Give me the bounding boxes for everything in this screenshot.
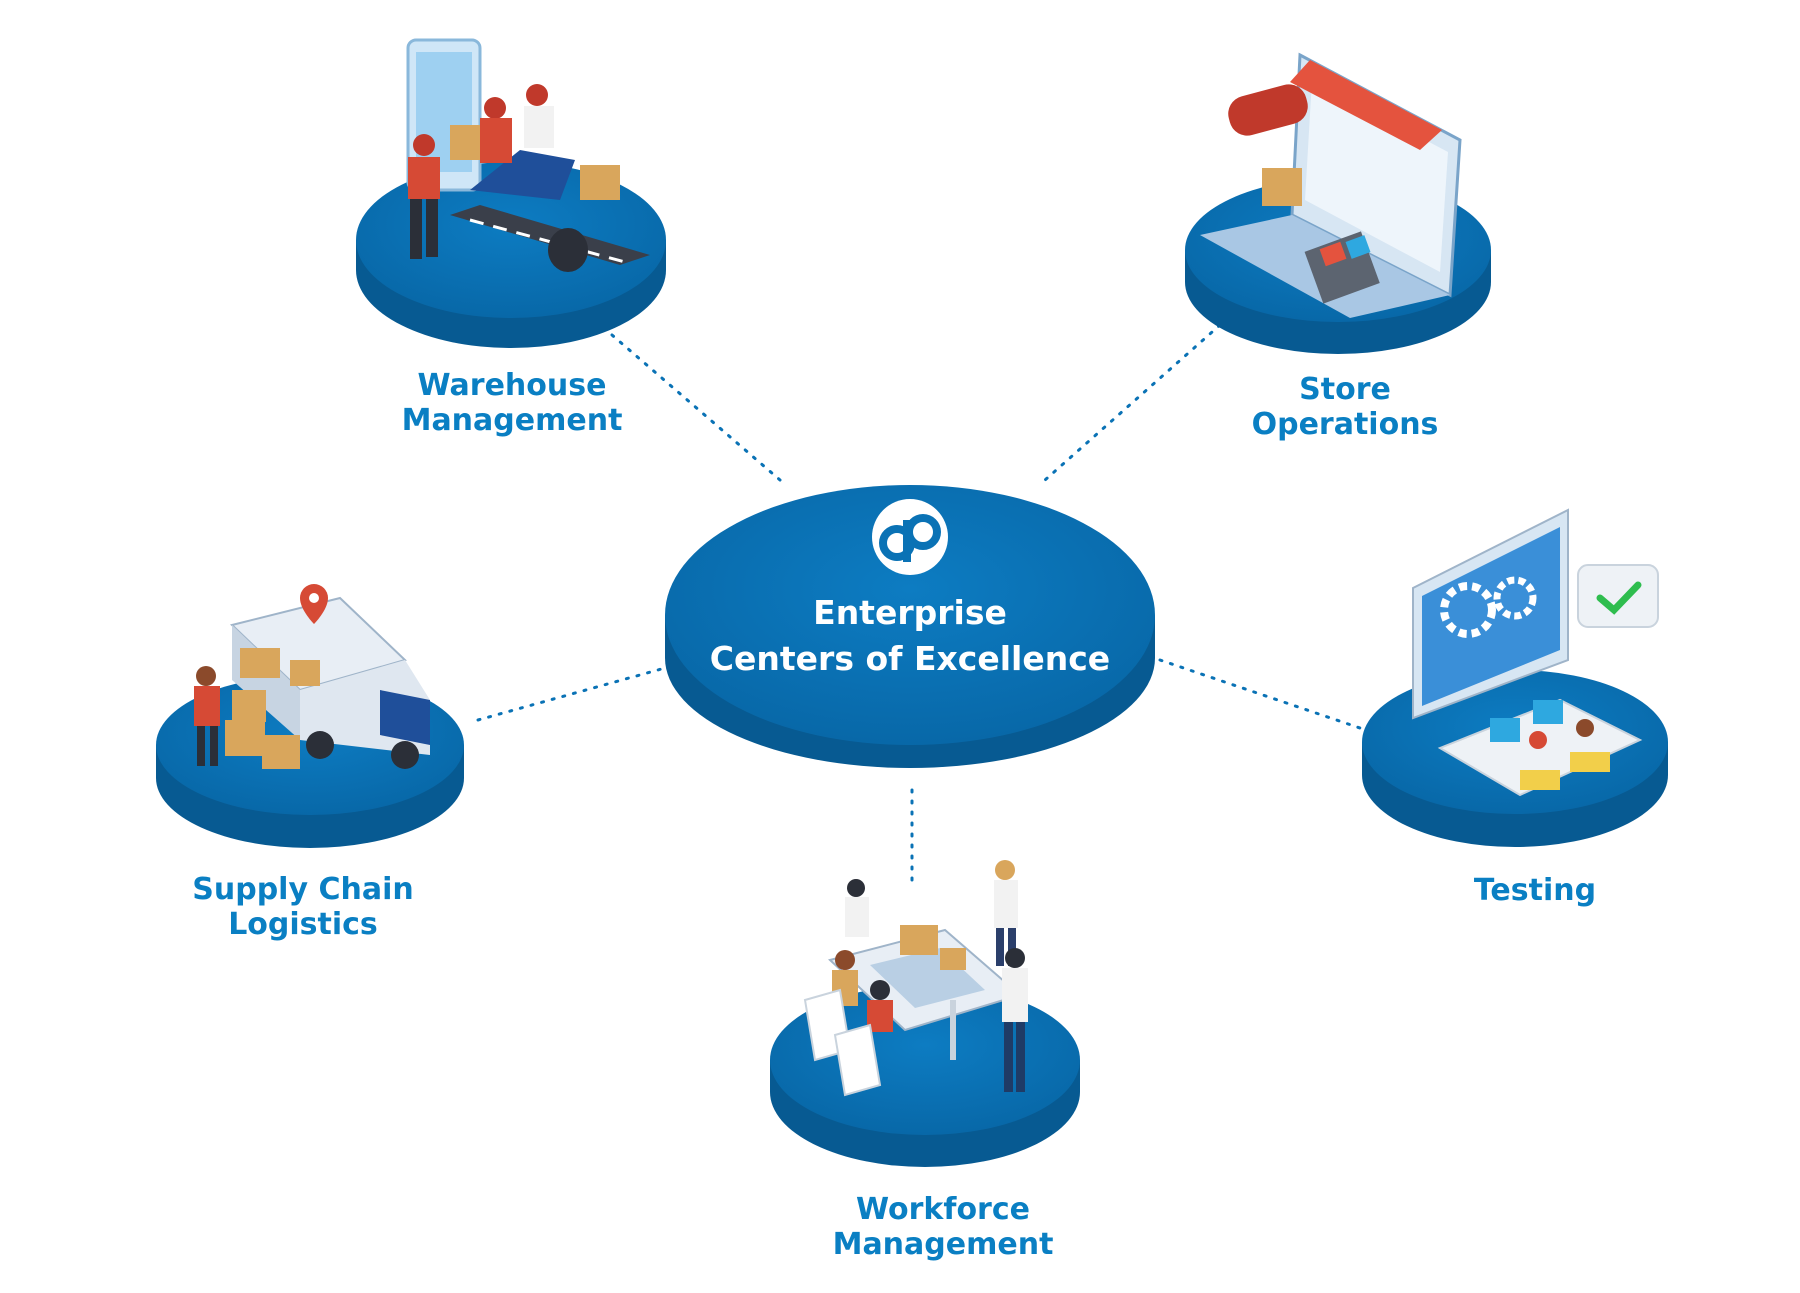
label-supply-line2: Logistics bbox=[228, 907, 378, 942]
connector-testing bbox=[1158, 658, 1362, 730]
center-title-line2: Centers of Excellence bbox=[709, 639, 1111, 678]
dp-logo-icon bbox=[872, 499, 948, 575]
delivery-scooter-icon bbox=[406, 38, 650, 272]
testing-node bbox=[1362, 508, 1668, 847]
connector-supply bbox=[476, 666, 667, 722]
center-title: Enterprise Centers of Excellence bbox=[710, 590, 1110, 682]
label-workforce-line1: Workforce bbox=[856, 1192, 1030, 1227]
connector-warehouse bbox=[610, 333, 782, 482]
label-store-line1: Store bbox=[1299, 372, 1391, 407]
label-store-line2: Operations bbox=[1251, 407, 1439, 442]
label-warehouse: Warehouse Management bbox=[402, 368, 623, 438]
delivery-truck-icon bbox=[194, 584, 430, 769]
online-store-laptop-icon bbox=[1200, 52, 1462, 318]
center-title-line1: Enterprise bbox=[813, 593, 1007, 632]
workforce-node bbox=[770, 860, 1080, 1167]
connectors bbox=[476, 323, 1362, 887]
label-testing-line1: Testing bbox=[1473, 873, 1597, 908]
label-store: Store Operations bbox=[1252, 372, 1439, 442]
supply-node bbox=[156, 584, 464, 848]
label-workforce-line2: Management bbox=[832, 1227, 1054, 1262]
warehouse-node bbox=[356, 38, 666, 348]
label-supply: Supply Chain Logistics bbox=[192, 872, 413, 942]
label-warehouse-line1: Warehouse bbox=[417, 368, 607, 403]
team-meeting-icon bbox=[803, 860, 1028, 1097]
store-node bbox=[1185, 52, 1491, 354]
center-hub bbox=[665, 485, 1155, 768]
connector-store bbox=[1043, 323, 1222, 482]
gear-monitor-icon bbox=[1412, 508, 1659, 797]
label-supply-line1: Supply Chain bbox=[192, 872, 414, 907]
label-warehouse-line2: Management bbox=[401, 403, 623, 438]
label-workforce: Workforce Management bbox=[833, 1192, 1054, 1262]
label-testing: Testing bbox=[1474, 873, 1596, 908]
center-hub-top bbox=[665, 485, 1155, 745]
